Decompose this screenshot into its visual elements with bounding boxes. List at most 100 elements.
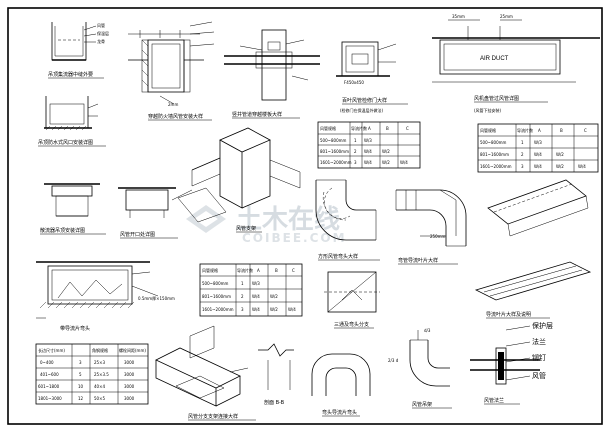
table-2: 风管规格 导流片数 A B C 500~800mm 1 W/3 801~1600… <box>477 123 599 173</box>
svg-text:3000: 3000 <box>124 360 135 365</box>
svg-text:3000: 3000 <box>124 396 135 401</box>
svg-text:1: 1 <box>241 281 244 286</box>
air-duct-label: AIR DUCT <box>480 56 509 62</box>
dim-frame: 0.5mm厚×150mm <box>138 296 175 301</box>
svg-text:导流片数: 导流片数 <box>517 127 533 133</box>
fig-wall-fire-title: 穿越防火墙风管安装大样 <box>148 113 203 120</box>
svg-text:3: 3 <box>521 164 524 169</box>
svg-text:角钢规格: 角钢规格 <box>92 347 108 353</box>
fig-reducer: 250mm 弯管导流叶片大样 <box>395 189 467 265</box>
svg-text:5: 5 <box>79 372 82 377</box>
table-4: 长边尺寸(mm) 角钢规格 螺栓间距(mm) 0~400 3 25×3 3000… <box>35 343 149 405</box>
svg-text:风管规格: 风管规格 <box>320 125 336 131</box>
svg-text:C: C <box>584 128 587 133</box>
svg-text:A: A <box>257 268 260 273</box>
label-duct-1: 风管 <box>97 22 105 28</box>
fig-outlet-open: 风管开口处详图 <box>118 187 178 239</box>
svg-text:B: B <box>560 128 563 133</box>
svg-text:W/4: W/4 <box>364 160 372 165</box>
svg-text:3000: 3000 <box>124 372 135 377</box>
dim-2mm: 2mm <box>168 102 178 107</box>
svg-text:25×3.5: 25×3.5 <box>94 372 109 377</box>
svg-text:W/2: W/2 <box>556 152 564 157</box>
fig-airduct-title: 风机盘管过风管详图 <box>474 95 519 102</box>
label-insul-1: 保温层 <box>97 30 109 36</box>
fig-saddle-title: 风管分支支架连接大样 <box>188 413 238 420</box>
svg-text:A: A <box>538 128 541 133</box>
svg-text:W/3: W/3 <box>534 140 542 145</box>
svg-text:2: 2 <box>354 149 357 154</box>
fig-flange-title: 带导流片弯头 <box>60 325 90 332</box>
label-keel-1: 龙骨 <box>97 38 105 44</box>
svg-text:C: C <box>406 126 409 131</box>
svg-text:W/4: W/4 <box>534 152 542 157</box>
svg-text:风管规格: 风管规格 <box>480 127 496 133</box>
table-3: 风管规格 导流片数 A B C 500~800mm 1 W/3 801~1600… <box>199 263 303 317</box>
svg-text:W/2: W/2 <box>270 307 278 312</box>
fig-saddle: 风管分支支架连接大样 <box>155 325 256 421</box>
svg-text:3000: 3000 <box>124 384 135 389</box>
svg-text:2: 2 <box>241 294 244 299</box>
svg-text:W/2: W/2 <box>382 160 390 165</box>
dim-35mm: 35mm <box>452 14 465 19</box>
svg-text:长边尺寸(mm): 长边尺寸(mm) <box>38 347 65 353</box>
dim-23d: 2/3 d <box>388 358 399 363</box>
fig-sleeve-down-title: 吊顶防水式风口安装详图 <box>38 139 93 146</box>
fig-branch-title: 三通及弯头分支 <box>334 321 369 328</box>
svg-text:40×4: 40×4 <box>94 384 105 389</box>
fig-reducer-title: 弯管导流叶片大样 <box>398 257 438 264</box>
svg-text:导流片数: 导流片数 <box>351 125 367 131</box>
fig-deflector: 导流叶片大样及说明 <box>474 179 592 319</box>
legend-c: 铆钉 <box>532 353 546 362</box>
svg-text:W/2: W/2 <box>382 149 390 154</box>
svg-text:1601~2000mm: 1601~2000mm <box>480 164 512 169</box>
svg-text:25×3: 25×3 <box>94 360 105 365</box>
svg-text:W/3: W/3 <box>252 281 260 286</box>
svg-text:500~800mm: 500~800mm <box>202 281 229 286</box>
fig-turn-vane-title: 弯头导流片弯头 <box>322 409 357 416</box>
watermark: 土木在线 COIBEE.COM <box>186 205 347 245</box>
svg-text:801~1600mm: 801~1600mm <box>202 294 231 299</box>
svg-text:3: 3 <box>241 307 244 312</box>
legend-d: 风管 <box>532 371 546 380</box>
svg-text:W/3: W/3 <box>364 138 372 143</box>
svg-text:W/2: W/2 <box>556 164 564 169</box>
fig-wall-fire: 2mm 穿越防火墙风管安装大样 <box>128 21 215 121</box>
fig-flange-section: 0.5mm厚×150mm 带导流片弯头 <box>36 261 175 332</box>
fig-outlet-open-title: 风管开口处详图 <box>120 231 155 238</box>
svg-text:401~600: 401~600 <box>40 372 59 377</box>
dim-d3: d/3 <box>424 328 431 333</box>
fig-duct-stand: 风管支架 <box>171 127 301 233</box>
svg-text:A: A <box>368 126 371 131</box>
section-bb-label: 剖面 B-B <box>264 399 285 406</box>
fig-flange-legend: 保护层 法兰 铆钉 风管 风管法兰 <box>470 321 553 405</box>
svg-text:W/4: W/4 <box>288 307 296 312</box>
svg-text:W/2: W/2 <box>270 294 278 299</box>
svg-text:50×5: 50×5 <box>94 396 105 401</box>
svg-text:500~800mm: 500~800mm <box>320 138 347 143</box>
fig-elbow-title: 方形风管弯头大样 <box>318 253 358 260</box>
svg-text:801~1600mm: 801~1600mm <box>480 152 509 157</box>
svg-text:W/4: W/4 <box>252 307 260 312</box>
fig-single-elbow-title: 风管吊架 <box>412 401 432 408</box>
fig-deflector-title: 导流叶片大样及说明 <box>486 311 531 318</box>
fig-branch: 三通及弯头分支 <box>324 271 380 329</box>
fig-vertical-fire: 竖井管道穿越楼板大样 <box>224 29 320 119</box>
svg-text:0~400: 0~400 <box>40 360 54 365</box>
svg-text:W/4: W/4 <box>400 160 408 165</box>
svg-text:1: 1 <box>521 140 524 145</box>
svg-text:F450x450: F450x450 <box>344 80 364 85</box>
fig-ceiling-diff-title: 散流器吊顶安装详图 <box>40 227 85 234</box>
watermark-sub: COIBEE.COM <box>242 231 347 245</box>
svg-text:1: 1 <box>354 138 357 143</box>
svg-text:10: 10 <box>78 384 84 389</box>
legend-a: 保护层 <box>532 321 553 330</box>
fig-sleeve-down: 吊顶防水式风口安装详图 <box>38 96 106 147</box>
svg-text:B: B <box>275 268 278 273</box>
svg-text:W/4: W/4 <box>578 164 586 169</box>
fig-access: F450x450 百叶风管检修门大样 (检修门在保温层外做法) <box>336 41 408 113</box>
fig-ceiling-diff: 散流器吊顶安装详图 <box>40 183 106 235</box>
svg-text:风管规格: 风管规格 <box>202 267 218 273</box>
